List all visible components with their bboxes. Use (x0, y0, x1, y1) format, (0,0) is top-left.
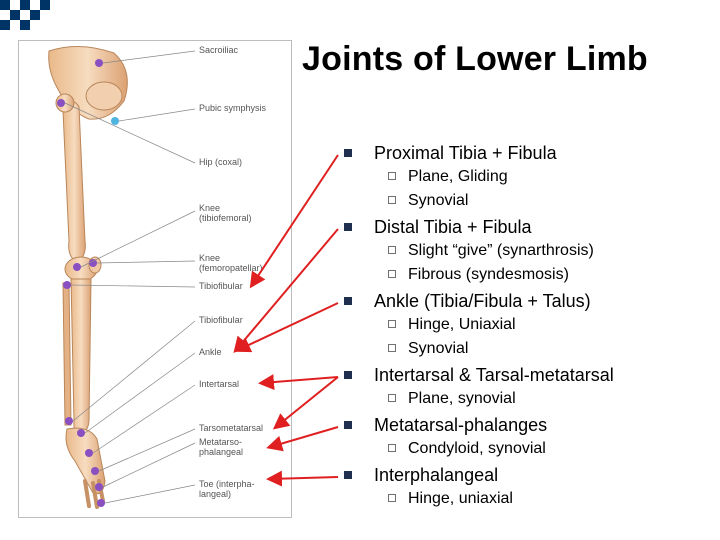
label-metatarsophalangeal: Metatarso- phalangeal (199, 437, 244, 457)
arrow-distal-tibia-fibula (233, 228, 339, 354)
arrow-ankle (234, 302, 339, 353)
label-ankle: Ankle (199, 347, 222, 357)
arrow-proximal-tibia-fibula (249, 154, 339, 289)
label-hip: Hip (coxal) (199, 157, 243, 167)
label-tibiofibular-distal: Tibiofibular (199, 315, 243, 325)
arrow-metatarsal-phalanges (266, 426, 339, 452)
lower-limb-figure: Sacroiliac Pubic symphysis Hip (coxal) K… (18, 40, 292, 518)
arrow-intertarsal (258, 374, 339, 391)
label-sacroiliac: Sacroiliac (199, 45, 239, 55)
label-knee-femoropatellar: Knee (femoropatellar) (199, 253, 263, 273)
arrow-tarsal-metatarsal (272, 376, 339, 430)
label-tibiofibular-proximal: Tibiofibular (199, 281, 243, 291)
lower-limb-illustration (48, 45, 196, 509)
label-tarsometatarsal: Tarsometatarsal (199, 423, 264, 433)
arrow-interphalangeal (266, 470, 339, 487)
label-knee-tibiofemoral: Knee (tibiofemoral) (199, 203, 252, 223)
corner-decoration (0, 0, 60, 30)
label-toe: Toe (interpha- langeal) (199, 479, 255, 499)
slide-title: Joints of Lower Limb (302, 40, 648, 78)
label-pubic-symphysis: Pubic symphysis (199, 103, 267, 113)
label-intertarsal: Intertarsal (199, 379, 240, 389)
